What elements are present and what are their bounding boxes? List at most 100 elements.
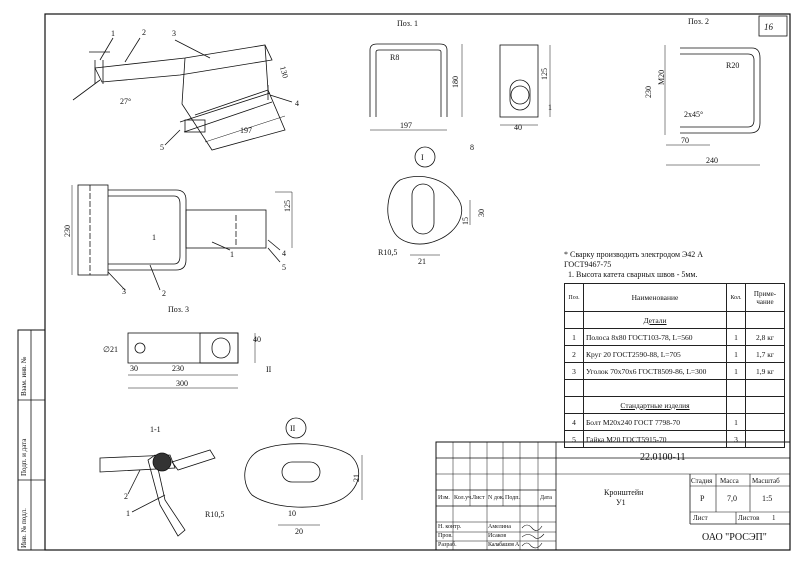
poz1-title: Поз. 1	[397, 19, 418, 28]
dim-m20: M20	[657, 70, 666, 85]
table-row: Стандартные изделия	[564, 396, 785, 414]
scale-label: Масштаб	[752, 477, 780, 485]
callout-9: 4	[282, 249, 286, 258]
dim-8: 8	[470, 143, 474, 152]
cell-name: Гайка М20 ГОСТ5915-70	[583, 430, 727, 448]
header-pos: Поз.	[564, 283, 584, 312]
group-details: Детали	[583, 311, 727, 329]
side-podp-data: Подп. и дата	[20, 438, 28, 476]
dim-20: 20	[295, 527, 303, 536]
header-name: Наименование	[583, 283, 727, 312]
cell-qty: 1	[726, 345, 746, 363]
poz3-title: Поз. 3	[168, 305, 189, 314]
note-line-1: * Сварку производить электродом Э42 А	[564, 250, 704, 259]
cell-name: Полоса 8х80 ГОСТ103-78, L=560	[583, 328, 727, 346]
dim-197a: 197	[240, 126, 252, 135]
mass-value: 7,0	[727, 494, 737, 503]
dim-40b: 40	[253, 335, 261, 344]
table-row: Детали	[564, 311, 785, 329]
col-podp: Подп.	[505, 495, 520, 501]
callout-7: 2	[162, 289, 166, 298]
role-nkontr: Н. контр.	[438, 524, 462, 530]
role-razrab: Разраб.	[438, 542, 457, 548]
view-one-label: I	[421, 153, 424, 162]
cell-pos: 1	[564, 328, 584, 346]
dim-21a: 21	[418, 257, 426, 266]
table-row: 2 Круг 20 ГОСТ2590-88, L=705 1 1,7 кг	[564, 345, 785, 363]
sheets-value: 1	[772, 514, 776, 522]
cell-qty: 1	[726, 413, 746, 431]
cell-pos: 4	[564, 413, 584, 431]
callout-13: 1	[126, 509, 130, 518]
dim-180: 180	[451, 76, 460, 88]
cell-name: Уголок 70х70х6 ГОСТ8509-86, L=300	[583, 362, 727, 380]
callout-3: 3	[172, 29, 176, 38]
cell-note: 1,7 кг	[745, 345, 785, 363]
dim-70: 70	[681, 136, 689, 145]
cell-pos: 2	[564, 345, 584, 363]
col-list: Лист	[472, 495, 485, 501]
callout-11: 1	[548, 103, 552, 112]
cell-note	[745, 413, 785, 431]
cell-qty: 1	[726, 362, 746, 380]
header-note: Приме-чание	[745, 283, 785, 312]
callout-4: 4	[295, 99, 299, 108]
dim-15: 15	[461, 217, 470, 225]
callout-2: 2	[142, 28, 146, 37]
table-header-row: Поз. Наименование Кол. Приме-чание	[564, 283, 785, 312]
side-inv-podl: Инв. № подл.	[20, 508, 28, 548]
dim-300: 300	[176, 379, 188, 388]
dim-21b: 21	[352, 474, 361, 482]
mass-label: Масса	[720, 477, 739, 485]
dim-27: 27°	[120, 97, 131, 106]
callout-8: 1	[230, 250, 234, 259]
specification-table: Поз. Наименование Кол. Приме-чание Детал…	[564, 283, 785, 448]
poz2-title: Поз. 2	[688, 17, 709, 26]
cell-note: 1,9 кг	[745, 362, 785, 380]
table-row	[564, 379, 785, 397]
cell-qty: 3	[726, 430, 746, 448]
scale-value: 1:5	[762, 494, 773, 503]
product-code: У1	[616, 498, 626, 507]
stage-label: Стадия	[691, 477, 713, 485]
dim-197b: 197	[400, 121, 412, 130]
cell-name: Болт М20х240 ГОСТ 7798-70	[583, 413, 727, 431]
cell-name: Круг 20 ГОСТ2590-88, L=705	[583, 345, 727, 363]
dim-230a: 230	[644, 86, 653, 98]
sheet-number: 16	[764, 22, 774, 32]
dim-10: 10	[288, 509, 296, 518]
note-line-3: 1. Высота катета сварных швов - 5мм.	[568, 270, 698, 279]
cell-note	[745, 430, 785, 448]
col-data: Дата	[540, 495, 552, 501]
cell-qty: 1	[726, 328, 746, 346]
dim-30a: 30	[477, 209, 486, 217]
side-vzam-inv: Взам. инв. №	[20, 356, 28, 396]
sheet-label: Лист	[693, 514, 708, 522]
table-row: 4 Болт М20х240 ГОСТ 7798-70 1	[564, 413, 785, 431]
header-qty: Кол.	[726, 283, 746, 312]
callout-12: 2	[124, 492, 128, 501]
dim-2x45: 2x45°	[684, 110, 703, 119]
callout-10: 5	[282, 263, 286, 272]
dim-130: 130	[278, 65, 290, 79]
stage-value: Р	[700, 494, 705, 503]
section-mark: 1	[152, 233, 156, 242]
view-two-label: II	[290, 424, 296, 433]
dim-230c: 230	[172, 364, 184, 373]
group-standard: Стандартные изделия	[583, 396, 727, 414]
dim-r105a: R10,5	[378, 248, 397, 257]
callout-5: 5	[160, 143, 164, 152]
dim-r105b: R10,5	[205, 510, 224, 519]
section-title: 1-1	[150, 425, 161, 434]
cell-pos: 3	[564, 362, 584, 380]
person-1: Амелина	[488, 524, 511, 530]
dim-40a: 40	[514, 123, 522, 132]
dim-240: 240	[706, 156, 718, 165]
cell-pos: 5	[564, 430, 584, 448]
doc-code: 22.0100-11	[640, 452, 686, 463]
table-row: 5 Гайка М20 ГОСТ5915-70 3	[564, 430, 785, 448]
dim-30b: 30	[130, 364, 138, 373]
table-row: 3 Уголок 70х70х6 ГОСТ8509-86, L=300 1 1,…	[564, 362, 785, 380]
